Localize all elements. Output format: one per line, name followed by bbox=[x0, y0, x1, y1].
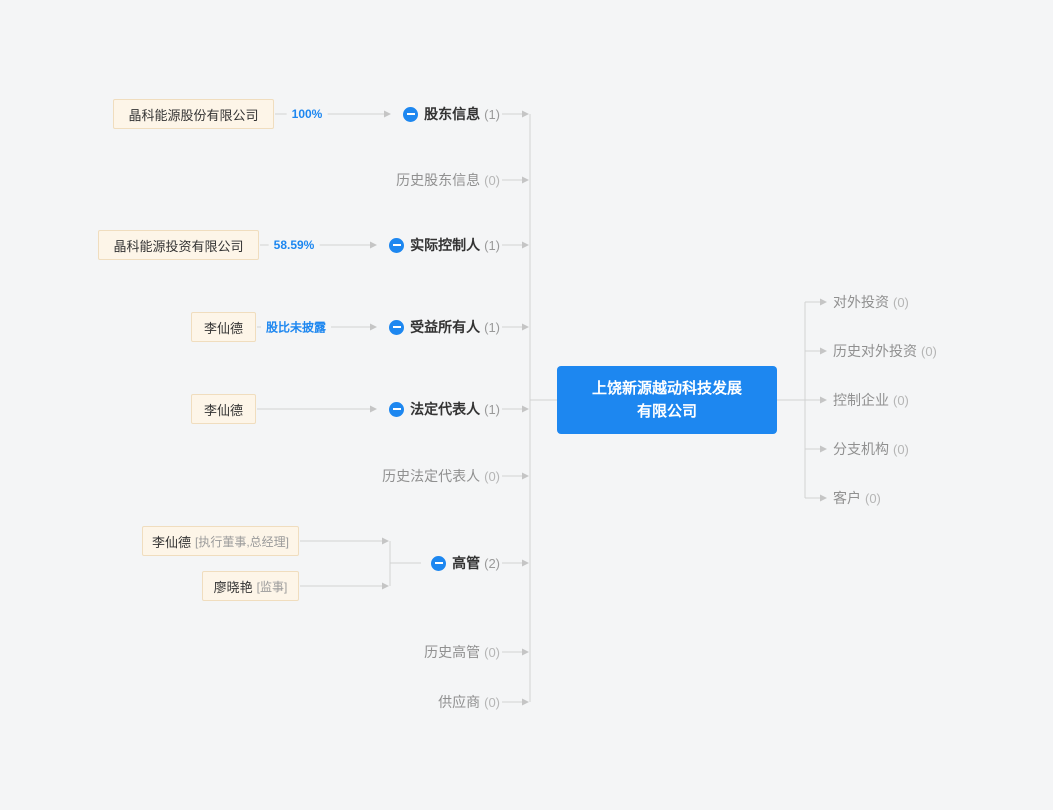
node-shareholder-info[interactable]: 股东信息 (1) bbox=[403, 103, 500, 125]
node-label: 历史股东信息 bbox=[396, 172, 481, 188]
node-count: (0) bbox=[893, 294, 909, 310]
node-actual-controller[interactable]: 实际控制人 (1) bbox=[389, 234, 500, 256]
entity-li-xiande-beneficial[interactable]: 李仙德 bbox=[191, 312, 256, 342]
node-count: (1) bbox=[484, 319, 500, 335]
edge-label-shareholding: 股比未披露 bbox=[260, 318, 332, 336]
node-count: (1) bbox=[484, 401, 500, 417]
entity-role: [执行董事,总经理] bbox=[195, 534, 290, 549]
collapse-icon[interactable] bbox=[389, 237, 405, 253]
node-label: 供应商 bbox=[438, 694, 481, 710]
node-history-legal-representative[interactable]: 历史法定代表人 (0) bbox=[382, 465, 500, 487]
collapse-icon[interactable] bbox=[389, 401, 405, 417]
node-label: 法定代表人 bbox=[410, 401, 481, 417]
center-company-name-line2: 有限公司 bbox=[636, 403, 697, 420]
node-executives[interactable]: 高管 (2) bbox=[431, 552, 500, 574]
entity-name: 李仙德 bbox=[203, 320, 243, 336]
node-label: 历史对外投资 bbox=[833, 343, 917, 359]
edge-label-shareholding: 58.59% bbox=[268, 238, 320, 252]
node-count: (0) bbox=[484, 644, 500, 660]
entity-role: [监事] bbox=[256, 579, 288, 594]
entity-name: 廖晓艳 bbox=[213, 579, 253, 595]
node-count: (2) bbox=[484, 555, 500, 571]
center-company-node[interactable]: 上饶新源越动科技发展 有限公司 bbox=[557, 366, 777, 434]
node-label: 控制企业 bbox=[833, 392, 889, 408]
node-label: 高管 bbox=[452, 555, 481, 571]
entity-li-xiande-executive[interactable]: 李仙德 [执行董事,总经理] bbox=[142, 526, 299, 556]
node-count: (0) bbox=[484, 468, 500, 484]
node-count: (1) bbox=[484, 106, 500, 122]
collapse-icon[interactable] bbox=[403, 106, 419, 122]
entity-jinko-energy-co[interactable]: 晶科能源股份有限公司 bbox=[113, 99, 274, 129]
node-label: 分支机构 bbox=[833, 441, 889, 457]
node-label: 受益所有人 bbox=[410, 319, 481, 335]
node-count: (0) bbox=[484, 694, 500, 710]
entity-liao-xiaoyan[interactable]: 廖晓艳 [监事] bbox=[202, 571, 299, 601]
node-count: (0) bbox=[865, 490, 881, 506]
node-label: 历史法定代表人 bbox=[382, 468, 481, 484]
edge-label-shareholding: 100% bbox=[286, 107, 328, 121]
node-label: 实际控制人 bbox=[410, 237, 481, 253]
entity-jinko-energy-investment[interactable]: 晶科能源投资有限公司 bbox=[98, 230, 259, 260]
node-label: 对外投资 bbox=[833, 294, 889, 310]
node-count: (0) bbox=[921, 343, 937, 359]
node-branches[interactable]: 分支机构 (0) bbox=[833, 438, 909, 460]
entity-name: 晶科能源投资有限公司 bbox=[113, 238, 244, 254]
node-count: (0) bbox=[893, 441, 909, 457]
entity-name: 晶科能源股份有限公司 bbox=[128, 107, 259, 123]
node-label: 历史高管 bbox=[424, 644, 481, 660]
node-supplier[interactable]: 供应商 (0) bbox=[438, 691, 500, 713]
node-customers[interactable]: 客户 (0) bbox=[833, 487, 881, 509]
entity-li-xiande-legal[interactable]: 李仙德 bbox=[191, 394, 256, 424]
node-label: 股东信息 bbox=[424, 106, 481, 122]
node-count: (1) bbox=[484, 237, 500, 253]
center-company-name-line1: 上饶新源越动科技发展 bbox=[591, 379, 742, 397]
node-history-outbound-investment[interactable]: 历史对外投资 (0) bbox=[833, 340, 937, 362]
node-count: (0) bbox=[893, 392, 909, 408]
node-outbound-investment[interactable]: 对外投资 (0) bbox=[833, 291, 909, 313]
node-beneficial-owner[interactable]: 受益所有人 (1) bbox=[389, 316, 500, 338]
collapse-icon[interactable] bbox=[431, 555, 447, 571]
node-controlled-companies[interactable]: 控制企业 (0) bbox=[833, 389, 909, 411]
entity-name: 李仙德 bbox=[203, 402, 243, 418]
node-legal-representative[interactable]: 法定代表人 (1) bbox=[389, 398, 500, 420]
node-history-shareholder-info[interactable]: 历史股东信息 (0) bbox=[396, 169, 500, 191]
node-count: (0) bbox=[484, 172, 500, 188]
entity-name: 李仙德 bbox=[151, 534, 191, 550]
collapse-icon[interactable] bbox=[389, 319, 405, 335]
node-history-executives[interactable]: 历史高管 (0) bbox=[424, 641, 500, 663]
node-label: 客户 bbox=[833, 490, 861, 506]
